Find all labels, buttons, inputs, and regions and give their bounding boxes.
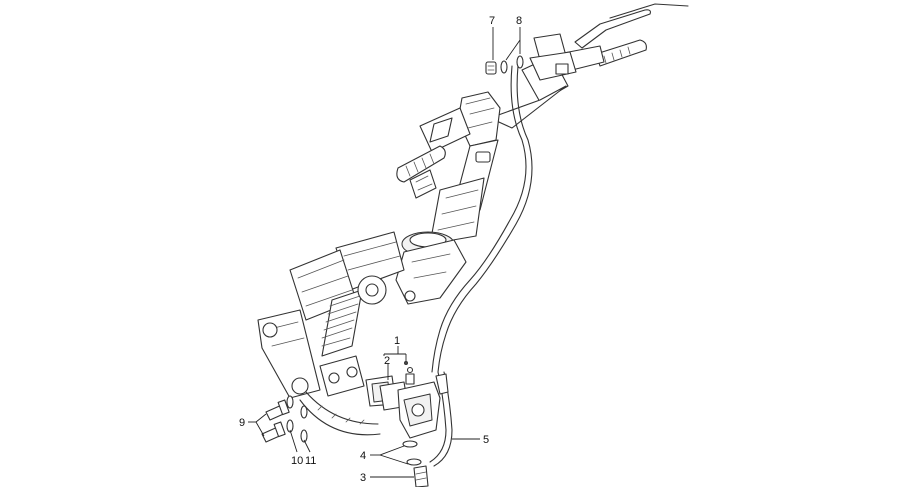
callout-1: 1 bbox=[394, 335, 400, 347]
callout-labels: 7 8 1 2 5 4 3 9 10 11 bbox=[239, 15, 522, 484]
master-cylinder bbox=[485, 33, 577, 81]
callout-9: 9 bbox=[239, 417, 245, 429]
leader-lines bbox=[248, 27, 521, 478]
callout-2: 2 bbox=[384, 355, 390, 367]
callout-4: 4 bbox=[360, 450, 366, 462]
brake-caliper bbox=[397, 366, 449, 487]
handlebar-assembly bbox=[378, 3, 689, 305]
callout-10: 10 bbox=[291, 455, 303, 467]
front-suspension bbox=[257, 231, 405, 436]
callout-7: 7 bbox=[489, 15, 495, 27]
callout-8: 8 bbox=[516, 15, 522, 27]
callout-11: 11 bbox=[305, 455, 316, 467]
callout-5: 5 bbox=[483, 434, 489, 446]
callout-3: 3 bbox=[360, 472, 366, 484]
mounting-bolts bbox=[261, 395, 308, 443]
